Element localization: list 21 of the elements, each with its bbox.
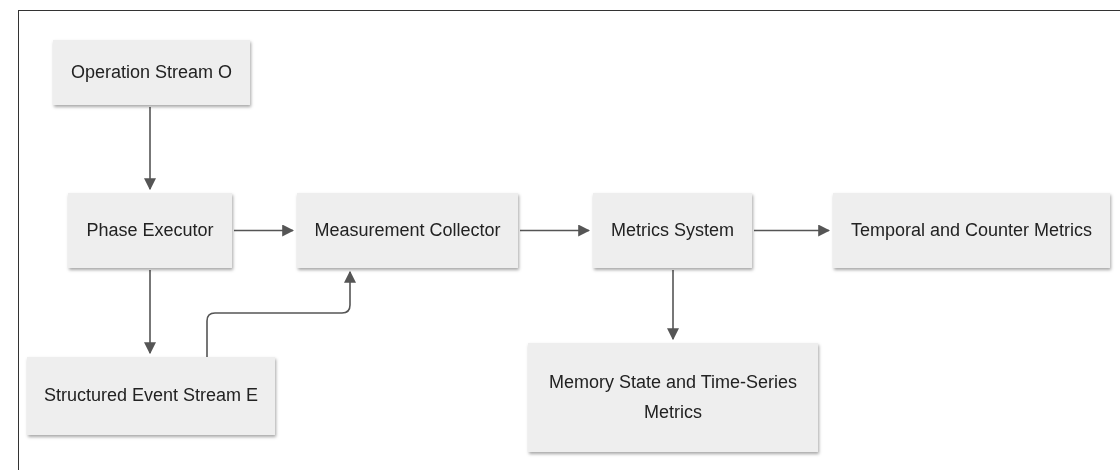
node-label: Temporal and Counter Metrics xyxy=(849,218,1094,242)
arrow xyxy=(144,269,156,355)
process-box xyxy=(27,357,275,435)
process-box xyxy=(528,343,818,452)
node-label: Phase Executor xyxy=(85,218,215,242)
arrow xyxy=(753,224,831,237)
process-box xyxy=(833,193,1110,268)
node-label: Metrics System xyxy=(610,218,735,242)
process-box xyxy=(297,193,518,268)
node-label: Structured Event Stream E xyxy=(42,384,260,408)
arrow xyxy=(144,106,156,191)
process-box xyxy=(53,40,250,105)
node-label: Operation Stream O xyxy=(69,60,234,84)
process-box xyxy=(68,193,232,268)
arrow xyxy=(233,224,295,237)
node-label: Memory State and Time-Series Metrics xyxy=(547,370,799,424)
arrow xyxy=(667,269,679,341)
arrow xyxy=(519,224,591,237)
process-box xyxy=(593,193,752,268)
arrow xyxy=(206,270,356,358)
node-label: Measurement Collector xyxy=(313,218,502,242)
